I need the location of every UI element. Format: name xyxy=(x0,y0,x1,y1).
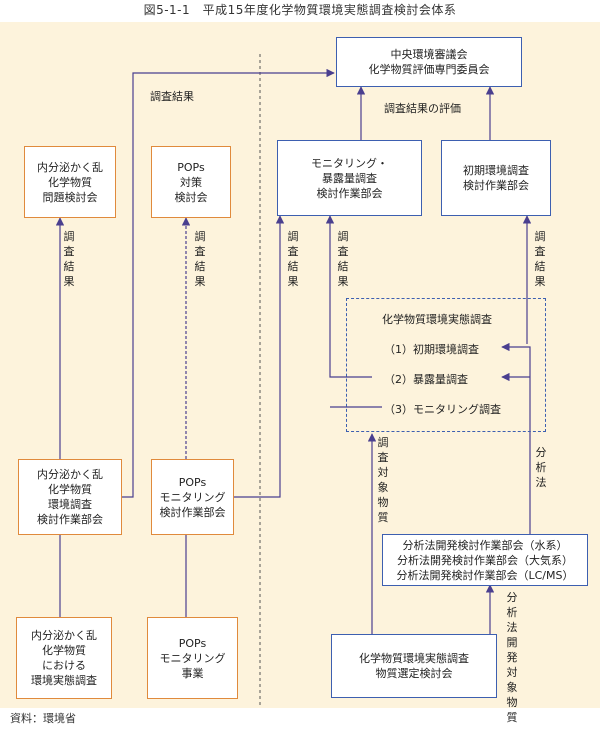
connector-layer xyxy=(55,54,532,708)
vlabel-target-substances: 調査対象物質 xyxy=(377,436,389,524)
connector-endocrine-wg-to-council xyxy=(122,68,335,498)
source-note: 資料：環境省 xyxy=(10,712,76,725)
monitoring-exposure-box: モニタリング・ 暴露量調査 検討作業部会 xyxy=(277,140,422,216)
label-survey-results-top: 調査結果 xyxy=(150,90,194,103)
endocrine-survey-box: 内分泌かく乱 化学物質 における 環境実態調査 xyxy=(16,617,112,699)
vlabel-results-monitoring-b: 調査結果 xyxy=(337,230,349,288)
survey-item-monitoring: （3）モニタリング調査 xyxy=(384,403,501,416)
vlabel-results-initial: 調査結果 xyxy=(534,230,546,288)
vlabel-analysis-method: 分析法 xyxy=(535,446,547,489)
council-box: 中央環境審議会 化学物質評価専門委員会 xyxy=(336,37,522,87)
connector-pops-wg-to-monitoring xyxy=(234,215,285,498)
pops-monitoring-project-box: POPs モニタリング 事業 xyxy=(147,617,238,699)
survey-group-title: 化学物質環境実態調査 xyxy=(382,313,492,326)
vlabel-analysis-target: 分析法開発対象物質 xyxy=(506,591,518,724)
initial-survey-box: 初期環境調査 検討作業部会 xyxy=(441,140,551,216)
connector-exposure-to-monitoring xyxy=(325,215,372,378)
figure-title: 図5-1-1 平成15年度化学物質環境実態調査検討会体系 xyxy=(143,3,457,17)
selection-committee-box: 化学物質環境実態調査 物質選定検討会 xyxy=(331,634,497,698)
endocrine-committee-box: 内分泌かく乱 化学物質 問題検討会 xyxy=(24,146,116,218)
diagram-panel xyxy=(0,22,600,708)
pops-monitoring-wg-box: POPs モニタリング 検討作業部会 xyxy=(151,459,234,535)
connector-analysis-to-initial-item xyxy=(501,342,531,534)
survey-item-exposure: （2）暴露量調査 xyxy=(384,373,468,386)
survey-item-initial: （1）初期環境調査 xyxy=(384,343,479,356)
label-survey-results-evaluation: 調査結果の評価 xyxy=(384,102,461,115)
endocrine-wg-box: 内分泌かく乱 化学物質 環境調査 検討作業部会 xyxy=(18,459,122,535)
survey-group-box xyxy=(346,298,546,432)
analysis-wg-box: 分析法開発検討作業部会（水系） 分析法開発検討作業部会（大気系） 分析法開発検討… xyxy=(382,534,588,586)
vlabel-results-pops: 調査結果 xyxy=(194,230,206,288)
pops-committee-box: POPs 対策 検討会 xyxy=(151,146,231,218)
vlabel-results-monitoring-a: 調査結果 xyxy=(287,230,299,288)
vlabel-results-endocrine: 調査結果 xyxy=(63,230,75,288)
